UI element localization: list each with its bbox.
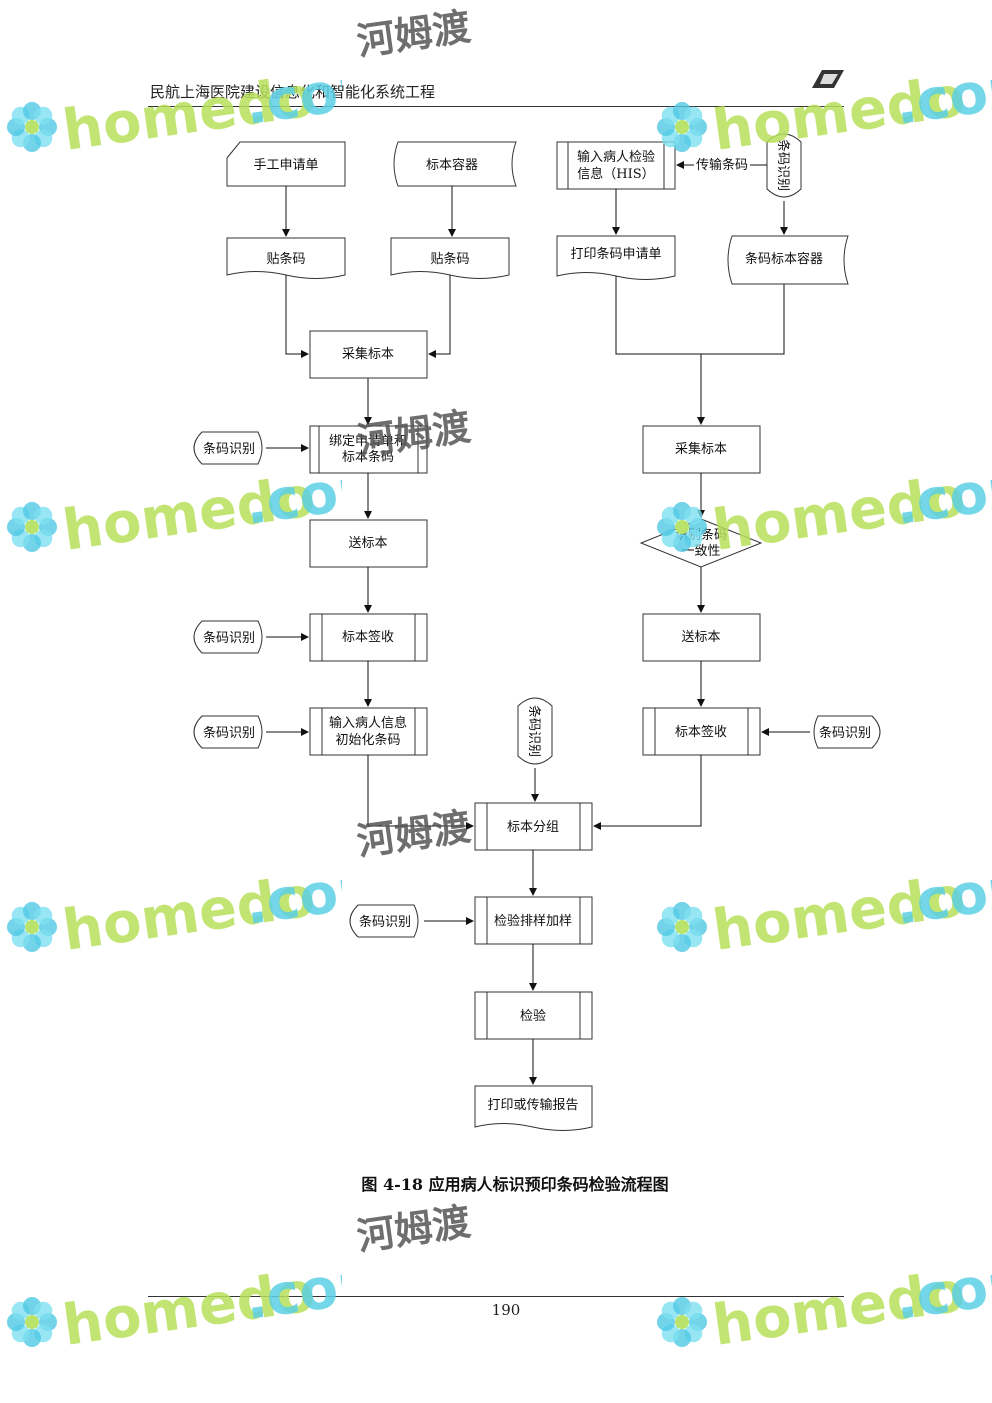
report-node: 打印或传输报告 xyxy=(474,1085,593,1131)
send-specimen-left-label: 送标本 xyxy=(348,536,387,551)
input-patient-label-1: 输入病人信息 xyxy=(329,715,407,731)
barcode-scan-top-right: 条码识别 xyxy=(766,133,802,198)
transfer-barcode-label: 传输条码 xyxy=(696,157,748,173)
print-request-node: 打印条码申请单 xyxy=(556,235,676,280)
his-input-label-2: 信息（HIS） xyxy=(577,166,654,182)
identify-consistency-label-2: 一致性 xyxy=(681,544,720,559)
stick-barcode-left-label: 贴条码 xyxy=(266,251,305,267)
bind-request-label-2: 标本条码 xyxy=(342,449,394,465)
barcode-scan-label: 条码识别 xyxy=(203,441,255,457)
sign-receipt-right-node: 标本签收 xyxy=(642,707,761,756)
barcode-scan-label: 条码识别 xyxy=(359,914,411,930)
queue-sample-label: 检验排样加样 xyxy=(494,913,572,929)
send-specimen-right-node: 送标本 xyxy=(642,613,761,662)
figure-caption: 图 4-18 应用病人标识预印条码检验流程图 xyxy=(361,1175,669,1194)
barcode-container-label: 条码标本容器 xyxy=(745,251,823,267)
input-patient-node: 输入病人信息 初始化条码 xyxy=(309,707,428,756)
header-rule xyxy=(148,106,844,107)
bind-request-node: 绑定申请单和 标本条码 xyxy=(309,425,428,474)
his-input-label-1: 输入病人检验 xyxy=(577,149,655,165)
footer-rule xyxy=(148,1296,844,1297)
barcode-scan-label: 条码识别 xyxy=(526,705,542,757)
identify-consistency-node: 识别条码 一致性 xyxy=(639,518,763,568)
bind-request-label-1: 绑定申请单和 xyxy=(329,434,407,449)
test-label: 检验 xyxy=(520,1008,546,1024)
identify-consistency-label-1: 识别条码 xyxy=(675,527,727,543)
test-node: 检验 xyxy=(474,991,593,1040)
barcode-scan-center: 条码识别 xyxy=(517,697,553,765)
barcode-container-node: 条码标本容器 xyxy=(727,235,849,285)
logo-icon xyxy=(812,70,844,88)
barcode-scan-label: 条码识别 xyxy=(775,139,791,191)
queue-sample-node: 检验排样加样 xyxy=(474,896,593,945)
send-specimen-right-label: 送标本 xyxy=(681,630,720,645)
collect-specimen-right-label: 采集标本 xyxy=(675,441,727,457)
sign-receipt-right-label: 标本签收 xyxy=(675,724,727,740)
barcode-scan-right: 条码识别 xyxy=(813,715,881,749)
barcode-scan-left-2: 条码识别 xyxy=(193,620,263,654)
stick-barcode-right-node: 贴条码 xyxy=(390,237,510,279)
barcode-scan-left-3: 条码识别 xyxy=(193,715,263,749)
manual-request-label: 手工申请单 xyxy=(253,158,318,173)
his-input-node: 输入病人检验 信息（HIS） xyxy=(556,141,676,190)
manual-request-node: 手工申请单 xyxy=(226,141,346,187)
send-specimen-left-node: 送标本 xyxy=(309,519,428,568)
report-label: 打印或传输报告 xyxy=(487,1097,578,1113)
header-title: 民航上海医院建设信息化和智能化系统工程 xyxy=(150,83,436,101)
barcode-scan-label: 条码识别 xyxy=(203,725,255,741)
barcode-scan-left-1: 条码识别 xyxy=(193,431,263,465)
sign-receipt-left-node: 标本签收 xyxy=(309,613,428,662)
input-patient-label-2: 初始化条码 xyxy=(335,732,400,748)
print-request-label: 打印条码申请单 xyxy=(570,246,661,262)
specimen-container-node: 标本容器 xyxy=(393,141,517,187)
sign-receipt-left-label: 标本签收 xyxy=(342,629,394,645)
barcode-scan-label: 条码识别 xyxy=(203,630,255,646)
collect-specimen-left-node: 采集标本 xyxy=(309,330,428,379)
page-number: 190 xyxy=(491,1301,521,1319)
group-specimen-label: 标本分组 xyxy=(507,820,559,835)
specimen-container-label: 标本容器 xyxy=(426,157,478,173)
collect-specimen-left-label: 采集标本 xyxy=(342,346,394,362)
stick-barcode-right-label: 贴条码 xyxy=(430,251,469,267)
transfer-barcode-bg xyxy=(694,157,750,173)
barcode-scan-bottom: 条码识别 xyxy=(349,904,419,938)
stick-barcode-left-node: 贴条码 xyxy=(226,237,346,279)
group-specimen-node: 标本分组 xyxy=(474,802,593,851)
collect-specimen-right-node: 采集标本 xyxy=(642,425,761,474)
barcode-scan-label: 条码识别 xyxy=(819,725,871,741)
